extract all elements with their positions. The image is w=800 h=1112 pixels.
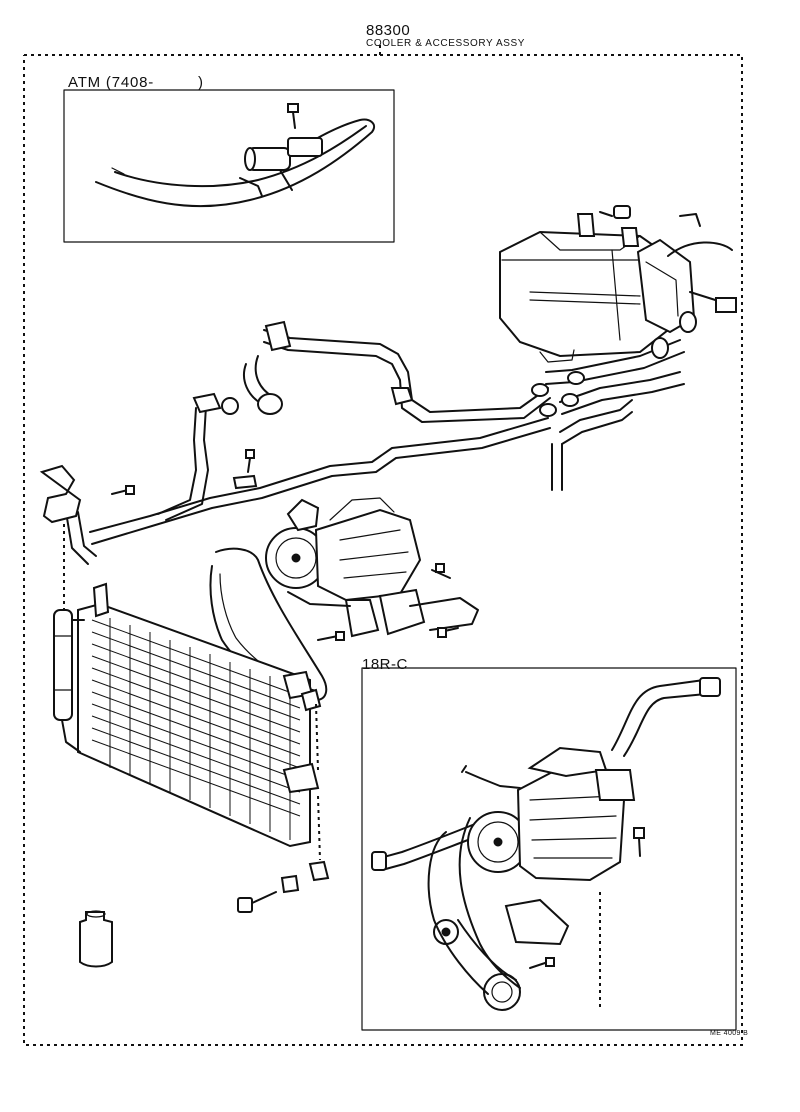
bolt-icon [317,631,345,641]
washer-icon [280,874,300,894]
compressor-18rc [371,677,721,1011]
bolt-icon [529,957,555,969]
hardware-set [79,860,330,968]
assembly-border [23,45,743,1046]
atm-switch-harness [95,103,376,208]
reference-code: ME 4009 B [710,1030,749,1037]
bolt-icon [431,563,451,579]
evaporator-unit [499,205,737,363]
bolt-icon [633,827,645,857]
bolt-icon [437,627,459,638]
atm-inset-label: ATM (7408- [68,74,155,91]
bolt-icon [245,449,255,473]
refrigerant-lines [39,311,697,610]
atm-inset-label-close: ) [198,74,203,91]
engine-inset-label: 18R-C [362,656,408,673]
receiver-drier-icon [79,910,113,968]
engine-inset-box [361,667,737,1031]
nut-icon [308,860,330,882]
part-number: 88300 [366,22,411,39]
assembly-name: COOLER & ACCESSORY ASSY [366,38,526,49]
nut-icon [599,205,631,219]
atm-inset-box [63,89,395,243]
bolt-icon [111,485,135,495]
bolt-icon [237,891,277,913]
compressor-main [265,497,479,641]
condenser [53,582,322,861]
bolt-icon [287,103,299,129]
